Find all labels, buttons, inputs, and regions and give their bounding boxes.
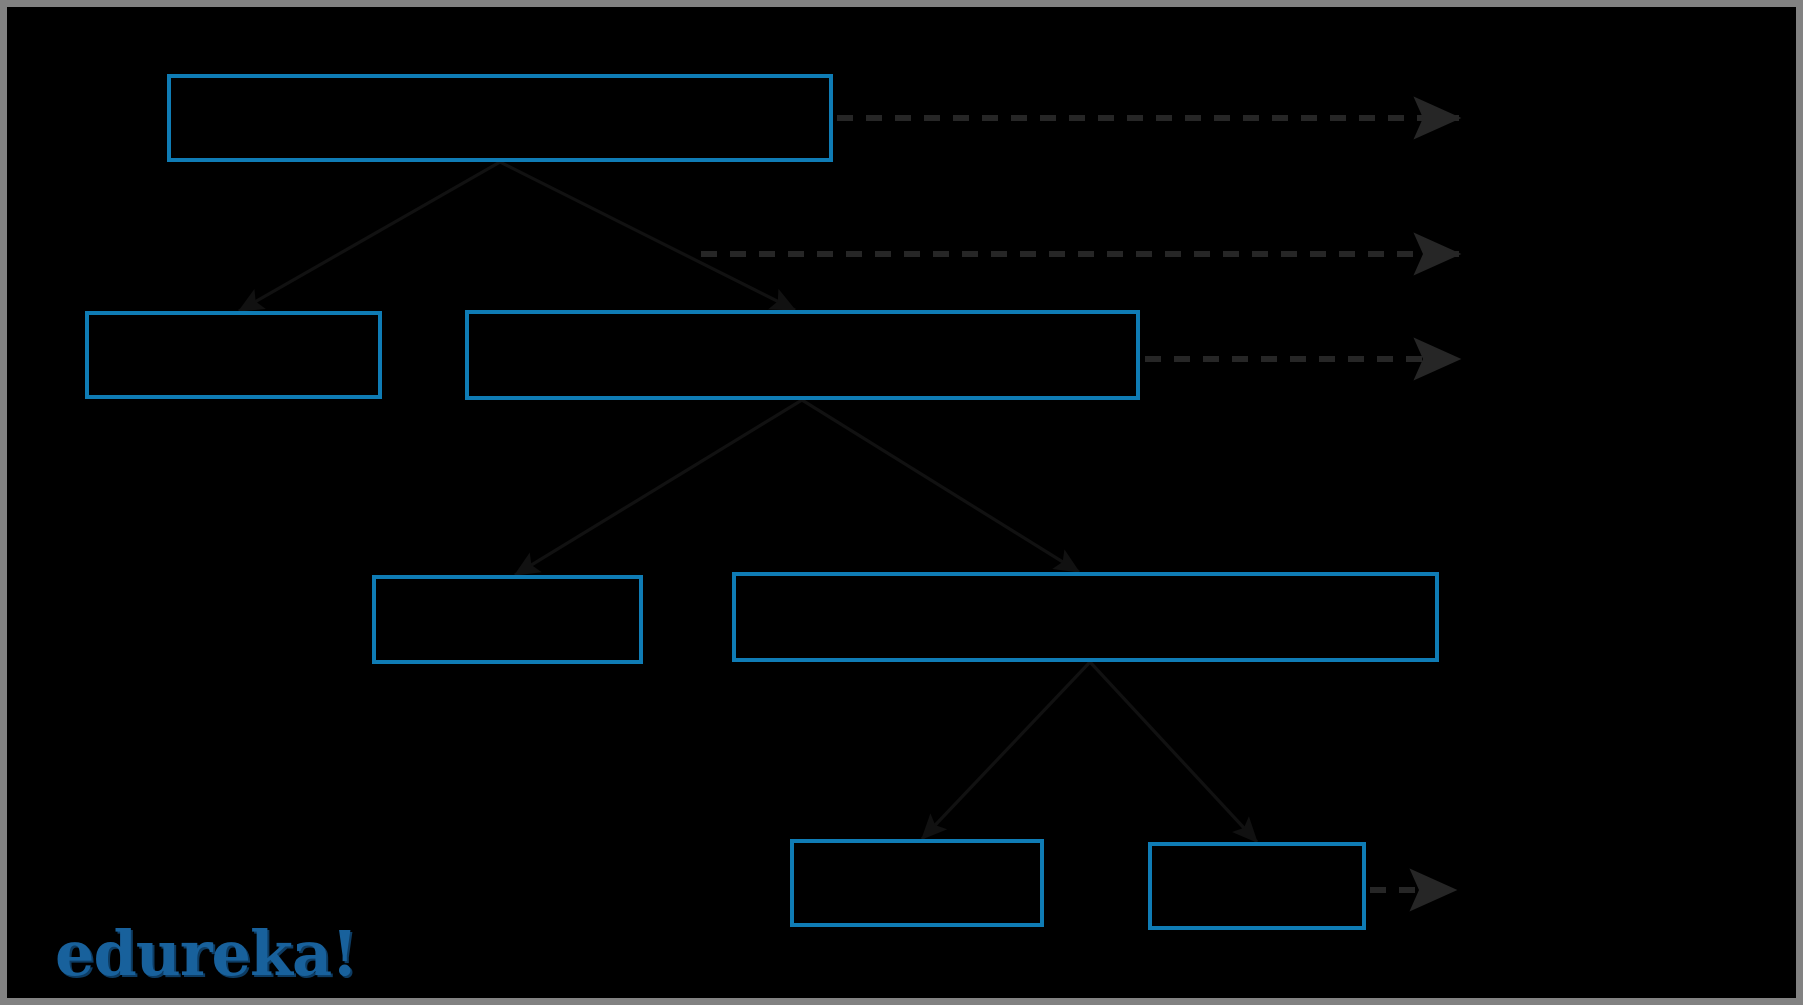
tree-edge-n5-to-n6 bbox=[920, 660, 1092, 841]
diagram-stage: edureka! bbox=[7, 7, 1796, 998]
tree-node-n3[interactable] bbox=[465, 310, 1140, 400]
tree-node-n7[interactable] bbox=[1148, 842, 1366, 930]
tree-edge-n1-to-n3 bbox=[499, 160, 797, 312]
edureka-logo: edureka! bbox=[55, 915, 365, 993]
annotation-arrows bbox=[701, 96, 1462, 912]
tree-node-n5[interactable] bbox=[732, 572, 1439, 662]
tree-node-n6[interactable] bbox=[790, 839, 1044, 927]
tree-node-n1[interactable] bbox=[167, 74, 833, 162]
tree-node-n2[interactable] bbox=[85, 311, 382, 399]
edureka-wordmark: edureka! bbox=[55, 917, 358, 990]
tree-node-n4[interactable] bbox=[372, 575, 643, 664]
tree-edge-n3-to-n5 bbox=[801, 398, 1081, 574]
tree-edge-n1-to-n2 bbox=[237, 160, 501, 313]
tree-edges bbox=[237, 160, 1259, 844]
tree-edge-n5-to-n7 bbox=[1088, 660, 1259, 844]
tree-edge-n3-to-n4 bbox=[513, 398, 803, 577]
